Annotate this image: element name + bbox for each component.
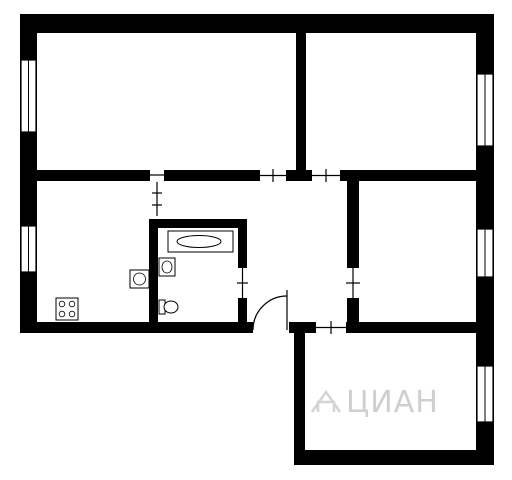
wall-bottom-right-room-top bbox=[294, 322, 494, 333]
cian-house-logo-icon bbox=[310, 389, 342, 413]
bathtub-icon bbox=[167, 230, 234, 253]
sink-icon bbox=[158, 257, 176, 277]
partition-horizontal-middle bbox=[20, 170, 494, 181]
partition-right-room-left bbox=[347, 170, 359, 333]
stove-icon bbox=[55, 297, 79, 321]
wall-lower-room-bottom bbox=[294, 450, 494, 465]
watermark: ЦИАН bbox=[310, 385, 439, 420]
window-right-lower bbox=[476, 365, 494, 423]
bathroom-wall-top bbox=[149, 219, 247, 228]
window-right-upper bbox=[476, 73, 494, 147]
entrance-door-swing bbox=[252, 295, 288, 331]
partition-top-rooms bbox=[296, 14, 306, 181]
window-left-upper bbox=[20, 59, 37, 133]
kitchen-sink-icon bbox=[129, 269, 150, 289]
outer-wall-top bbox=[20, 14, 494, 33]
windows bbox=[20, 59, 494, 423]
outer-wall-bottom-left bbox=[20, 322, 300, 333]
bathroom-wall-left bbox=[149, 219, 158, 333]
toilet-icon bbox=[158, 299, 179, 315]
window-right-middle bbox=[476, 228, 494, 278]
fixtures bbox=[55, 230, 234, 321]
wall-lower-room-left bbox=[294, 322, 305, 465]
watermark-text: ЦИАН bbox=[346, 385, 439, 420]
window-left-lower bbox=[20, 225, 37, 273]
door-openings bbox=[150, 169, 360, 334]
